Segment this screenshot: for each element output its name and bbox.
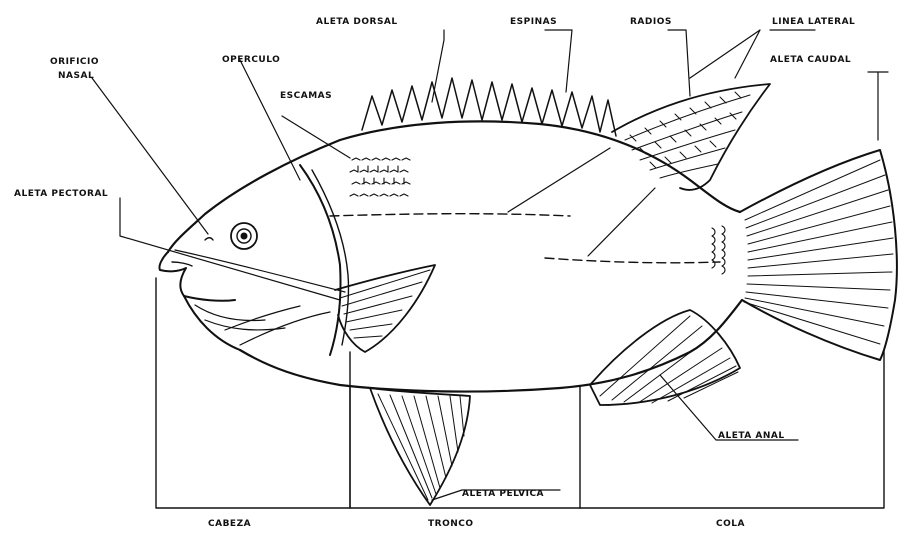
label-cabeza: CABEZA <box>208 519 251 529</box>
scale-patch <box>350 158 410 196</box>
label-aleta-pectoral: ALETA PECTORAL <box>14 189 108 199</box>
leader-lines <box>92 30 888 500</box>
pectoral-fin <box>335 265 435 352</box>
label-aleta-caudal: ALETA CAUDAL <box>770 55 851 65</box>
label-radios: RADIOS <box>630 17 672 27</box>
fish-body <box>159 121 742 391</box>
label-cola: COLA <box>716 519 745 529</box>
label-orificio: ORIFICIO <box>50 57 99 67</box>
label-linea-lateral: LINEA LATERAL <box>772 17 855 27</box>
label-operculo: OPERCULO <box>222 55 280 65</box>
section-brackets <box>156 278 884 508</box>
dorsal-fin <box>362 78 770 190</box>
pelvic-fin <box>370 388 470 505</box>
caudal-fin <box>740 150 897 360</box>
anal-fin <box>590 310 740 405</box>
label-aleta-dorsal: ALETA DORSAL <box>316 17 398 27</box>
label-aleta-pelvica: ALETA PELVICA <box>462 489 544 499</box>
label-tronco: TRONCO <box>428 519 474 529</box>
label-espinas: ESPINAS <box>510 17 557 27</box>
label-nasal: NASAL <box>58 71 94 81</box>
label-aleta-anal: ALETA ANAL <box>718 431 785 441</box>
label-escamas: ESCAMAS <box>280 91 332 101</box>
